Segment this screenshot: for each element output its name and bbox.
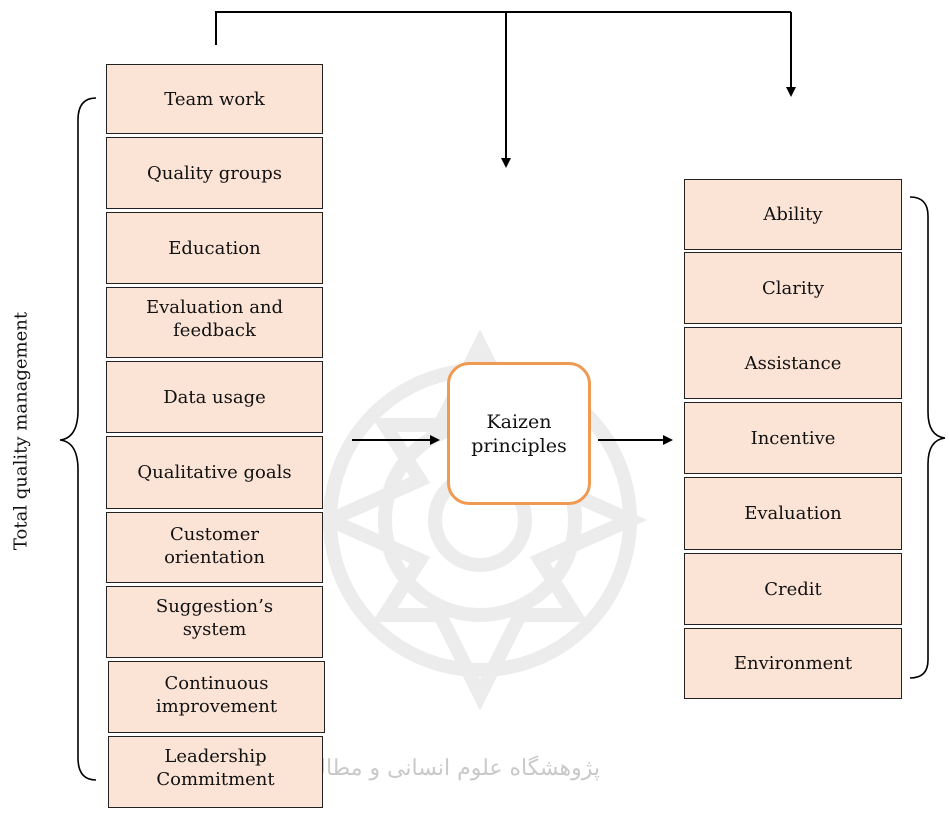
outcome-credit-box: Credit: [684, 553, 902, 625]
outcome-clarity-box: Clarity: [684, 252, 902, 324]
tqm-customer-orientation-box: Customer orientation: [106, 512, 323, 583]
outcome-ability-box: Ability: [684, 179, 902, 250]
outcome-environment-box: Environment: [684, 628, 902, 699]
tqm-data-usage-box: Data usage: [106, 361, 323, 433]
tqm-leadership-commitment-box: Leadership Commitment: [108, 736, 323, 808]
outcome-evaluation-box: Evaluation: [684, 477, 902, 550]
kaizen-principles-box: Kaizen principles: [447, 362, 591, 505]
tqm-education-box: Education: [106, 212, 323, 284]
left-curly-brace: [59, 97, 97, 781]
outcome-incentive-box: Incentive: [684, 402, 902, 474]
tqm-continuous-improvement-box: Continuous improvement: [108, 661, 325, 733]
right-curly-brace: [909, 196, 946, 679]
tqm-team-work-box: Team work: [106, 64, 323, 134]
tqm-suggestion-system-box: Suggestion’s system: [106, 586, 323, 658]
tqm-qualitative-goals-box: Qualitative goals: [106, 436, 323, 509]
top-connector: [215, 11, 791, 45]
tqm-quality-groups-box: Quality groups: [106, 137, 323, 209]
tqm-evaluation-feedback-box: Evaluation and feedback: [106, 287, 323, 358]
outcome-assistance-box: Assistance: [684, 327, 902, 399]
